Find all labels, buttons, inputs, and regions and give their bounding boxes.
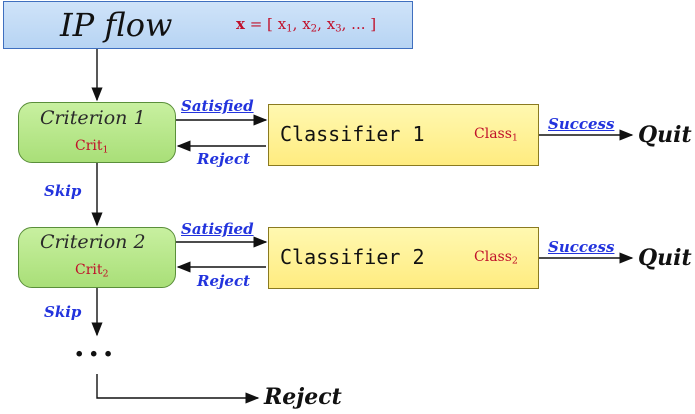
vector-sep-1: , xyxy=(292,15,303,33)
classifier-1-class: Class1 xyxy=(474,126,518,143)
ip-flow-title: IP flow xyxy=(60,6,173,44)
continuation-ellipsis: ... xyxy=(74,329,118,364)
vector-x2-sub: 2 xyxy=(310,23,318,35)
ip-flow-box xyxy=(3,1,413,49)
skip-label-1: Skip xyxy=(44,182,82,200)
criterion-2-crit: Crit2 xyxy=(75,262,109,279)
reject-label-2: Reject xyxy=(197,272,251,290)
skip-label-2: Skip xyxy=(44,303,82,321)
reject-label-1: Reject xyxy=(197,150,251,168)
criterion-1-crit: Crit1 xyxy=(75,138,109,155)
quit-terminal-1: Quit xyxy=(638,122,692,148)
vector-sep-2: , xyxy=(317,15,327,33)
success-label-2: Success xyxy=(548,238,615,256)
criterion-2-label: Criterion 2 xyxy=(40,231,146,253)
feature-vector: x = [ x1, x2, x3, ... ] xyxy=(236,15,376,35)
criterion-1-crit-sub: 1 xyxy=(102,144,109,156)
classifier-2-class-sub: 2 xyxy=(511,255,518,267)
satisfied-label-2: Satisfied xyxy=(181,220,254,238)
classifier-1-label: Classifier 1 xyxy=(280,122,425,146)
criterion-2-crit-text: Crit xyxy=(75,262,103,278)
vector-x3: x xyxy=(326,15,336,33)
classifier-2-class-text: Class xyxy=(474,249,512,265)
criterion-1-crit-text: Crit xyxy=(75,138,103,154)
success-label-1: Success xyxy=(548,115,615,133)
vector-variable: x xyxy=(236,15,245,33)
classifier-1-box xyxy=(268,104,539,166)
classifier-1-class-text: Class xyxy=(474,126,512,142)
satisfied-label-1: Satisfied xyxy=(181,97,254,115)
classifier-2-class: Class2 xyxy=(474,249,518,266)
criterion-2-box xyxy=(18,227,176,288)
final-reject-terminal: Reject xyxy=(264,384,342,410)
quit-terminal-2: Quit xyxy=(638,245,692,271)
vector-x1-sub: 1 xyxy=(286,23,293,35)
classifier-1-class-sub: 1 xyxy=(511,132,518,144)
criterion-1-label: Criterion 1 xyxy=(40,107,146,129)
vector-x3-sub: 3 xyxy=(335,23,342,35)
vector-x1: x xyxy=(277,15,287,33)
classifier-2-box xyxy=(268,227,539,289)
criterion-1-box xyxy=(18,102,176,163)
classifier-2-label: Classifier 2 xyxy=(280,245,425,269)
vector-tail: , ... ] xyxy=(341,15,377,33)
criterion-2-crit-sub: 2 xyxy=(102,268,109,280)
vector-x2: x xyxy=(302,15,311,33)
vector-equals: = [ xyxy=(244,15,278,33)
arrow-final-reject xyxy=(96,374,260,404)
